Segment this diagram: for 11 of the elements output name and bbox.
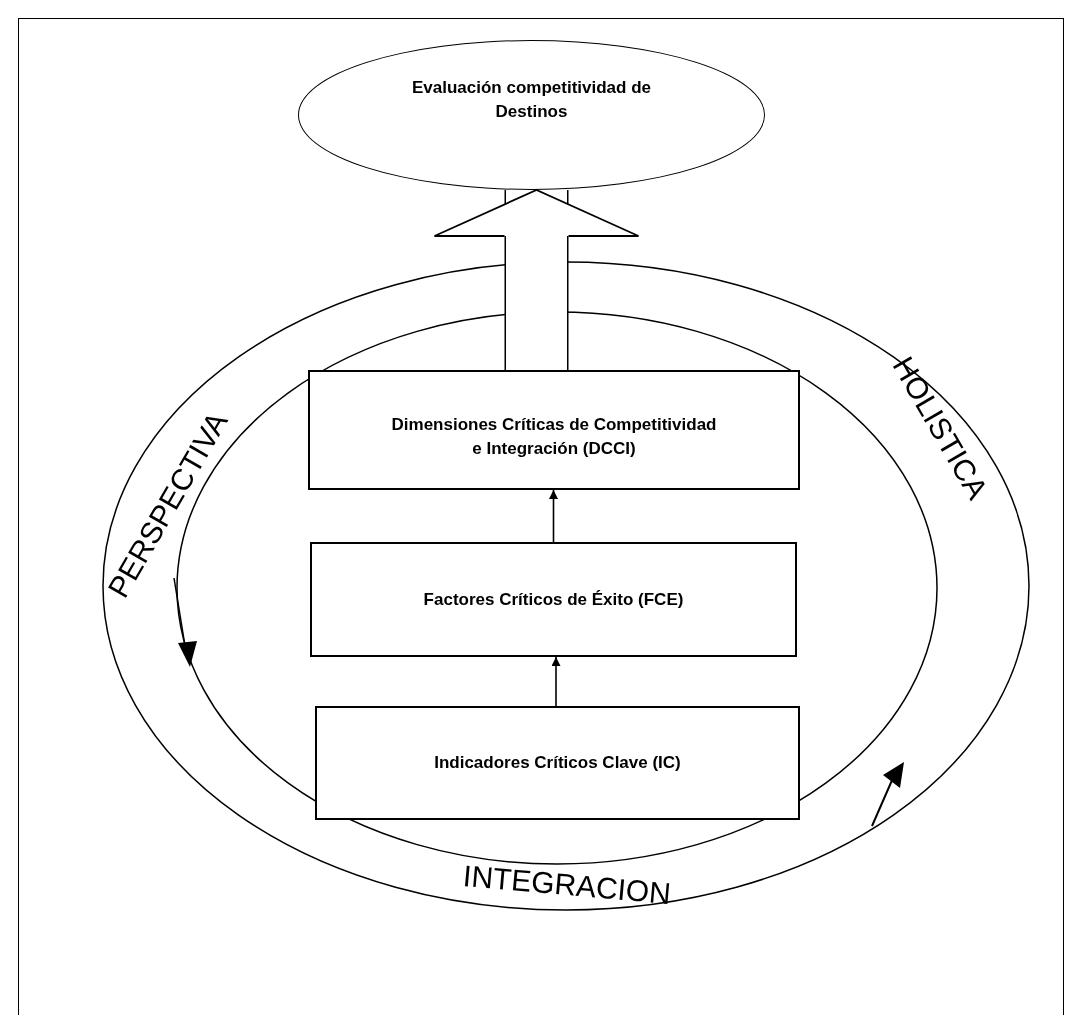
- node-text: Dimensiones Críticas de Competitividad e Integración (DCCI): [390, 414, 718, 460]
- node-text: Indicadores Críticos Clave (IC): [434, 752, 681, 775]
- ring-label: INTEGRACION: [461, 859, 673, 911]
- process-box: [310, 542, 797, 657]
- block-arrow: [433, 189, 640, 370]
- node-text: Factores Críticos de Éxito (FCE): [423, 588, 684, 611]
- process-box: [315, 706, 800, 820]
- arrow: [551, 656, 561, 707]
- process-box: [308, 370, 800, 490]
- arrow: [549, 489, 558, 543]
- node-text: Evaluación competitividad de Destinos: [411, 77, 652, 123]
